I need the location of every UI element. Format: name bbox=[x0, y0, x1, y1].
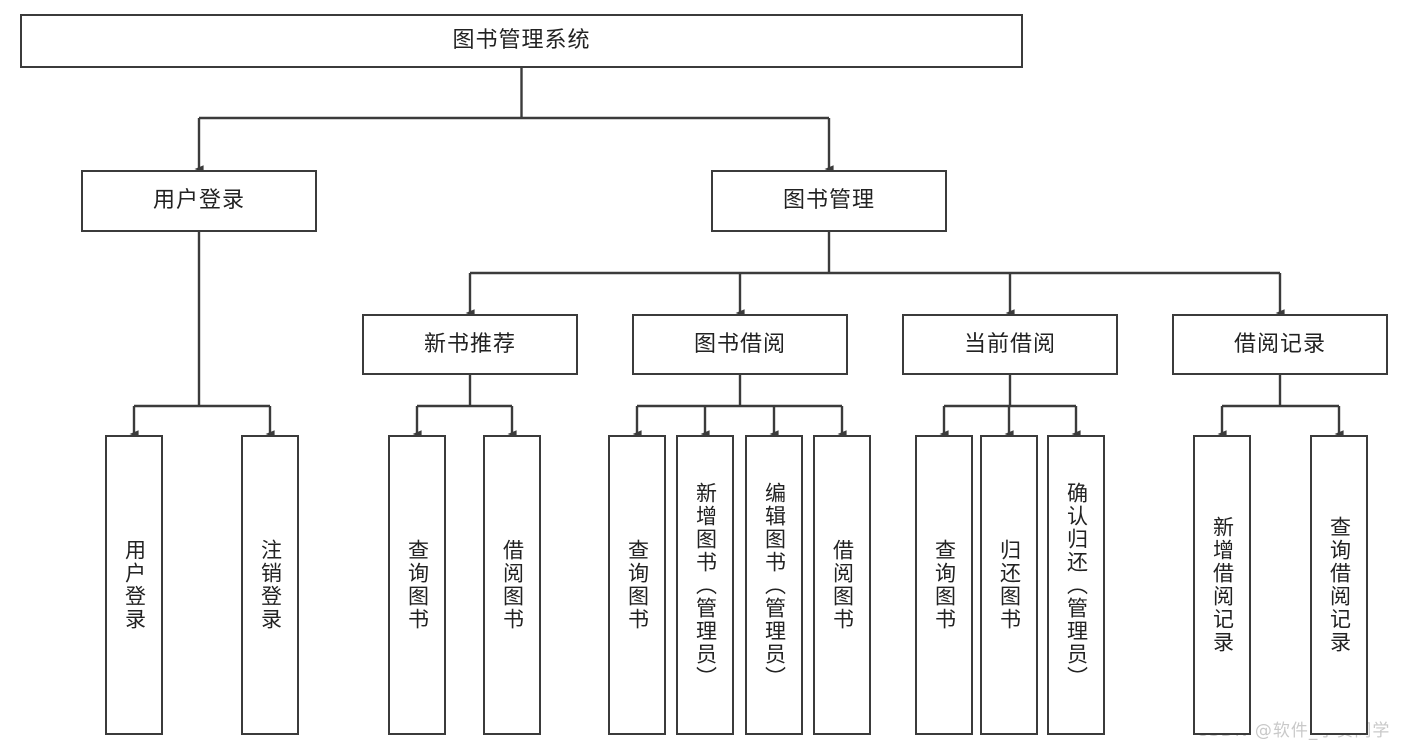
node-user-login[interactable]: 用户登录 bbox=[81, 170, 317, 232]
node-cb-return-book[interactable]: 归还图书 bbox=[980, 435, 1038, 735]
node-new-book-rec[interactable]: 新书推荐 bbox=[362, 314, 578, 375]
node-label-cb-query-book: 查询图书 bbox=[932, 539, 957, 631]
node-label-br-add-record: 新增借阅记录 bbox=[1210, 516, 1235, 654]
connector-lines bbox=[129, 68, 1344, 438]
node-label-bb-query-book: 查询图书 bbox=[625, 539, 650, 631]
node-label-user-login: 用户登录 bbox=[152, 188, 245, 214]
node-book-manage[interactable]: 图书管理 bbox=[711, 170, 947, 232]
node-current-borrow[interactable]: 当前借阅 bbox=[902, 314, 1118, 375]
node-label-cb-confirm-ret: 确认归还（管理员） bbox=[1064, 481, 1089, 689]
node-label-nbr-query-book: 查询图书 bbox=[405, 539, 430, 631]
node-cb-query-book[interactable]: 查询图书 bbox=[915, 435, 973, 735]
node-cb-confirm-ret[interactable]: 确认归还（管理员） bbox=[1047, 435, 1105, 735]
node-user-login-do[interactable]: 用户登录 bbox=[105, 435, 163, 735]
node-label-user-logout: 注销登录 bbox=[258, 539, 283, 631]
node-bb-borrow-book[interactable]: 借阅图书 bbox=[813, 435, 871, 735]
node-borrow-record[interactable]: 借阅记录 bbox=[1172, 314, 1388, 375]
node-label-root: 图书管理系统 bbox=[452, 28, 591, 54]
node-bb-add-book[interactable]: 新增图书（管理员） bbox=[676, 435, 734, 735]
node-label-book-manage: 图书管理 bbox=[782, 188, 875, 214]
node-label-cb-return-book: 归还图书 bbox=[997, 539, 1022, 631]
node-label-new-book-rec: 新书推荐 bbox=[423, 331, 516, 357]
node-label-user-login-do: 用户登录 bbox=[122, 539, 147, 631]
node-user-logout[interactable]: 注销登录 bbox=[241, 435, 299, 735]
node-label-nbr-borrow-book: 借阅图书 bbox=[500, 539, 525, 631]
node-root[interactable]: 图书管理系统 bbox=[20, 14, 1023, 68]
node-label-book-borrow: 图书借阅 bbox=[693, 331, 786, 357]
node-br-query-record[interactable]: 查询借阅记录 bbox=[1310, 435, 1368, 735]
node-label-bb-add-book: 新增图书（管理员） bbox=[693, 481, 718, 689]
node-label-bb-borrow-book: 借阅图书 bbox=[830, 539, 855, 631]
node-nbr-borrow-book[interactable]: 借阅图书 bbox=[483, 435, 541, 735]
node-label-current-borrow: 当前借阅 bbox=[963, 331, 1056, 357]
node-br-add-record[interactable]: 新增借阅记录 bbox=[1193, 435, 1251, 735]
node-nbr-query-book[interactable]: 查询图书 bbox=[388, 435, 446, 735]
node-label-bb-edit-book: 编辑图书（管理员） bbox=[762, 481, 787, 689]
node-label-borrow-record: 借阅记录 bbox=[1233, 331, 1326, 357]
node-bb-query-book[interactable]: 查询图书 bbox=[608, 435, 666, 735]
node-book-borrow[interactable]: 图书借阅 bbox=[632, 314, 848, 375]
node-bb-edit-book[interactable]: 编辑图书（管理员） bbox=[745, 435, 803, 735]
node-label-br-query-record: 查询借阅记录 bbox=[1327, 516, 1352, 654]
